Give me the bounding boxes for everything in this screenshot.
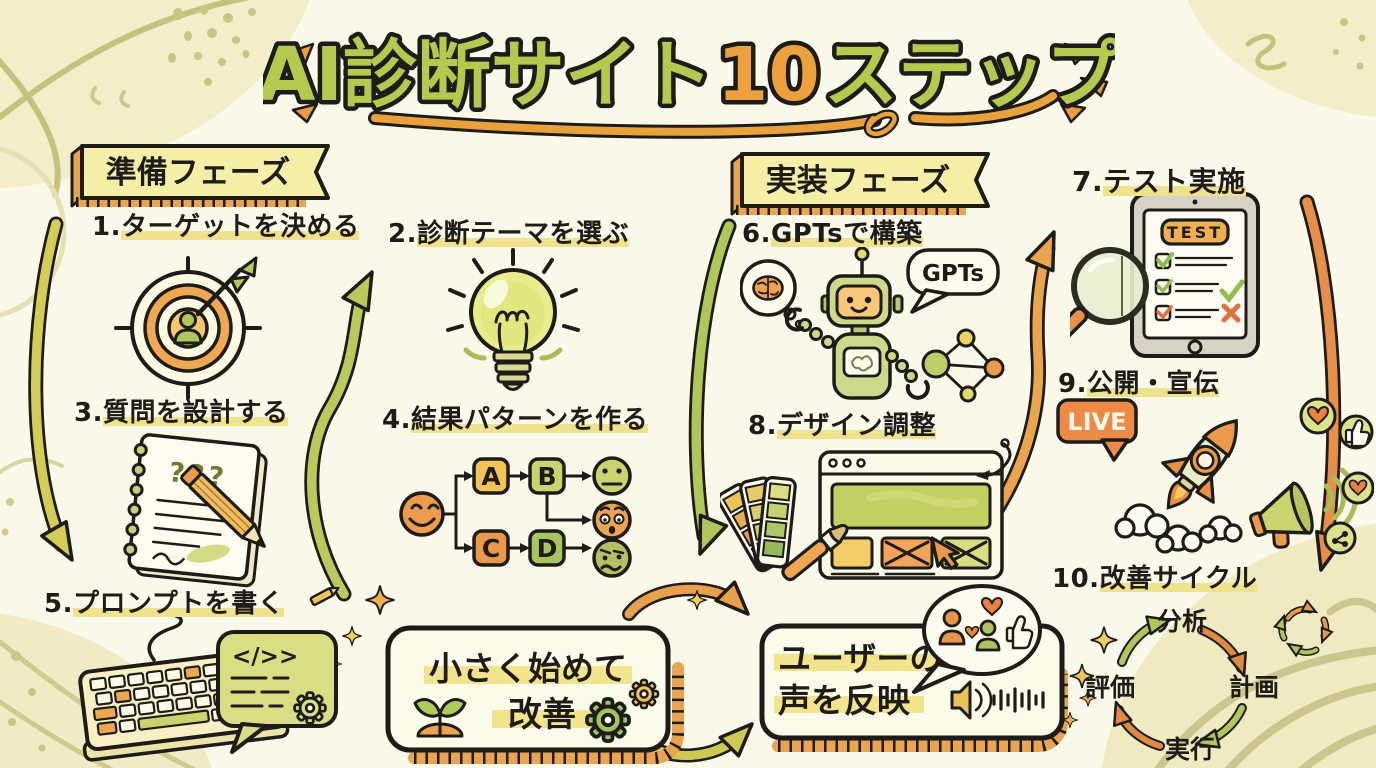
launch-promo-icon: LIVE [1056, 397, 1374, 555]
network-nodes-icon [921, 328, 1005, 403]
title-underline-swoosh [368, 89, 1060, 139]
code-mark: </>> [232, 644, 298, 670]
recycle-icon [1273, 599, 1334, 658]
arrow-step5-to-step2 [304, 270, 374, 602]
test-badge-label: TEST [1167, 223, 1223, 242]
node-b: B [537, 462, 556, 491]
sprout-icon [413, 698, 467, 738]
node-a: A [481, 462, 501, 491]
step-3-label: 3.質問を設計する [74, 398, 289, 428]
step-10-label: 10.改善サイクル [1052, 564, 1258, 594]
browser-window-icon [818, 450, 1004, 580]
design-adjust-icon [720, 438, 1012, 582]
dot-cluster-top-left [168, 5, 256, 86]
start-small-line2: 改善 [508, 695, 576, 735]
banner-impl-phase: 実装フェーズ [730, 152, 990, 216]
target-icon [114, 256, 262, 400]
live-badge: LIVE [1056, 398, 1138, 462]
gear-icon [293, 691, 327, 725]
speaker-icon [950, 680, 993, 720]
cycle-arrow-plan-do [1194, 703, 1247, 749]
banner-prep-phase: 準備フェーズ [70, 144, 330, 208]
share-icon [1332, 531, 1348, 547]
step-7-label: 7.テスト実施 [1072, 165, 1246, 198]
arrow-step8-to-step7 [975, 230, 1056, 538]
improvement-cycle-icon: 分析 計画 実行 評価 [1085, 607, 1279, 764]
cycle-evaluate-label: 評価 [1085, 673, 1135, 702]
impl-phase-label: 実装フェーズ [766, 163, 950, 199]
cycle-plan-label: 計画 [1229, 673, 1279, 702]
prompt-icon: </>> [78, 616, 338, 762]
cursor-icon [930, 536, 960, 571]
step-6-label: 6.GPTsで構築 [742, 219, 923, 249]
callout-start-small: 小さく始めて 改善 [385, 625, 684, 764]
step-9-label: 9.公開・宣伝 [1058, 369, 1220, 399]
gpts-label: GPTs [922, 261, 984, 287]
magnifier-icon [1070, 247, 1149, 344]
node-d: D [537, 534, 558, 563]
title-accent-left [269, 42, 319, 124]
pencil-icon [180, 464, 266, 548]
callout-user-voice: ユーザーの 声を反映 [759, 584, 1095, 752]
waveform-icon [992, 687, 1045, 713]
reactions-speech-bubble [912, 584, 1042, 694]
worried-face-icon [592, 500, 632, 540]
code-bubble-icon: </>> [216, 630, 338, 754]
color-swatch-fan-icon [720, 475, 797, 573]
step-4-label: 4.結果パターンを作る [382, 405, 649, 435]
title-banner: AI診断サイト10ステップ [263, 28, 1115, 139]
notebook-icon: ??? [123, 433, 268, 588]
spiral-rings [123, 443, 148, 557]
start-small-line1: 小さく始めて [429, 649, 627, 688]
dart-arrow-icon [195, 256, 258, 317]
page-title: AI診断サイト10ステップ [263, 32, 1115, 118]
test-tablet-icon: TEST [1070, 192, 1260, 358]
gear-small-icon [628, 678, 660, 710]
brain-thought-bubble-icon [740, 259, 804, 329]
node-c: C [482, 534, 500, 563]
gpts-robot-icon: GPTs [740, 246, 1005, 403]
cycle-arrow-analyze-plan [1197, 625, 1248, 678]
arrow-loop-top [622, 580, 750, 621]
checklist-rows [1154, 252, 1245, 323]
thumbs-up-icon [1344, 419, 1371, 448]
paintbrush-icon [781, 524, 849, 582]
gpts-speech-bubble: GPTs [906, 248, 1000, 314]
pencil-doodle-icon [309, 586, 340, 607]
result-pattern-icon: A B C D [399, 456, 632, 578]
neutral-face-icon [592, 456, 632, 496]
gear-large-icon [585, 697, 631, 743]
megaphone-icon [1249, 481, 1314, 549]
live-label: LIVE [1067, 408, 1126, 436]
robot-icon [784, 246, 930, 400]
lightbulb-icon [446, 248, 580, 391]
arrow-step6-to-step8 [688, 218, 737, 556]
cycle-do-label: 実行 [1165, 735, 1215, 764]
thinking-face-icon [592, 538, 632, 578]
step-5-label: 5.プロンプトを書く [44, 589, 285, 619]
prep-phase-label: 準備フェーズ [106, 155, 290, 191]
arrow-step1-to-step5 [28, 216, 74, 562]
curl-arrow-icon [976, 438, 1012, 480]
social-reaction-bubbles [1299, 397, 1374, 555]
user-voice-line1: ユーザーの [778, 639, 942, 678]
step-8-label: 8.デザイン調整 [748, 411, 936, 441]
step-2-label: 2.診断テーマを選ぶ [388, 219, 629, 249]
title-accent-right [1059, 42, 1109, 124]
cycle-arrow-do-evaluate [1112, 700, 1165, 751]
cycle-arrow-evaluate-analyze [1117, 615, 1172, 667]
step-1-label: 1.ターゲットを決める [92, 212, 360, 242]
cloud-icons [1114, 503, 1243, 554]
thumbs-up-icon [1005, 615, 1034, 650]
user-voice-line2: 声を反映 [778, 681, 911, 720]
rocket-icon [1161, 418, 1238, 510]
person-icon [173, 311, 203, 345]
cycle-analyze-label: 分析 [1157, 607, 1207, 636]
